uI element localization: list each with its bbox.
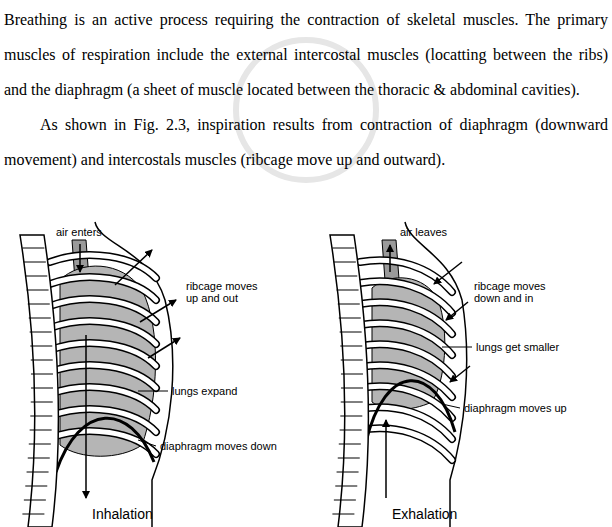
- drawing-stroke: [332, 248, 354, 249]
- drawing-stroke: [28, 458, 50, 459]
- drawing-stroke: [360, 260, 452, 460]
- drawing-stroke: [24, 262, 46, 263]
- drawing-stroke: [332, 514, 354, 515]
- drawing-stroke: [340, 416, 362, 417]
- drawing-stroke: [434, 262, 462, 284]
- drawing-stroke: [335, 276, 357, 277]
- part-label: diaphragm moves down: [160, 440, 277, 452]
- drawing-stroke: [56, 418, 154, 472]
- drawing-stroke: [31, 360, 53, 361]
- drawing-stroke: [450, 366, 470, 382]
- drawing-stroke: [360, 428, 452, 460]
- drawing-stroke: [115, 250, 152, 285]
- drawing-stroke: [29, 444, 51, 445]
- figure-caption: Inhalation: [92, 506, 153, 522]
- drawing-stroke: [338, 304, 360, 305]
- drawing-stroke: [341, 402, 363, 403]
- drawing-stroke: [446, 302, 468, 320]
- drawing-stroke: [31, 402, 53, 403]
- drawing-stroke: [31, 388, 53, 389]
- drawing-stroke: [335, 486, 357, 487]
- part-label: lungs get smaller: [476, 341, 559, 353]
- drawing-stroke: [442, 347, 472, 348]
- part-label: diaphragm moves up: [464, 402, 567, 414]
- figure-caption: Exhalation: [392, 506, 457, 522]
- drawing-stroke: [334, 262, 356, 263]
- drawing-stroke: [22, 514, 44, 515]
- drawing-stroke: [60, 266, 156, 456]
- drawing-stroke: [341, 360, 363, 361]
- drawing-stroke: [385, 420, 387, 498]
- drawing-stroke: [148, 338, 180, 358]
- drawing-stroke: [366, 381, 455, 442]
- drawing-stroke: [85, 335, 87, 498]
- drawing-stroke: [340, 346, 362, 347]
- drawing-stroke: [330, 235, 368, 527]
- drawing-stroke: [24, 500, 46, 501]
- drawing-stroke: [337, 290, 359, 291]
- drawing-stroke: [338, 458, 360, 459]
- drawing-stroke: [50, 255, 156, 454]
- drawing-stroke: [25, 276, 47, 277]
- part-label: lungs expand: [172, 385, 237, 397]
- drawing-stroke: [28, 304, 50, 305]
- drawing-stroke: [360, 428, 452, 460]
- drawing-stroke: [340, 332, 362, 333]
- part-label: air enters: [56, 226, 102, 238]
- exhalation-figure: [330, 222, 472, 527]
- drawing-stroke: [27, 472, 49, 473]
- drawing-stroke: [22, 248, 53, 514]
- drawing-stroke: [25, 486, 47, 487]
- body-paragraph: As shown in Fig. 2.3, inspiration result…: [4, 107, 608, 177]
- part-label: ribcage moves down and in: [474, 280, 564, 304]
- drawing-stroke: [22, 248, 44, 249]
- drawing-stroke: [30, 346, 52, 347]
- drawing-stroke: [138, 391, 168, 392]
- drawing-stroke: [138, 440, 156, 446]
- drawing-stroke: [30, 416, 52, 417]
- drawing-stroke: [339, 444, 361, 445]
- drawing-stroke: [30, 332, 52, 333]
- drawing-stroke: [332, 248, 363, 514]
- drawing-stroke: [442, 404, 460, 408]
- drawing-stroke: [334, 500, 356, 501]
- drawing-stroke: [30, 430, 52, 431]
- drawing-stroke: [341, 374, 363, 375]
- body-paragraph: Breathing is an active process requiring…: [4, 2, 608, 107]
- drawing-stroke: [31, 374, 53, 375]
- drawing-stroke: [27, 290, 49, 291]
- part-label: air leaves: [400, 226, 447, 238]
- drawing-stroke: [20, 235, 58, 527]
- part-label: ribcage moves up and out: [186, 280, 266, 304]
- drawing-stroke: [140, 300, 176, 322]
- drawing-stroke: [341, 388, 363, 389]
- drawing-stroke: [339, 318, 361, 319]
- drawing-stroke: [29, 318, 51, 319]
- drawing-stroke: [340, 430, 362, 431]
- drawing-stroke: [337, 472, 359, 473]
- drawing-stroke: [79, 244, 81, 272]
- inhalation-figure: [20, 222, 180, 527]
- drawing-stroke: [389, 245, 391, 272]
